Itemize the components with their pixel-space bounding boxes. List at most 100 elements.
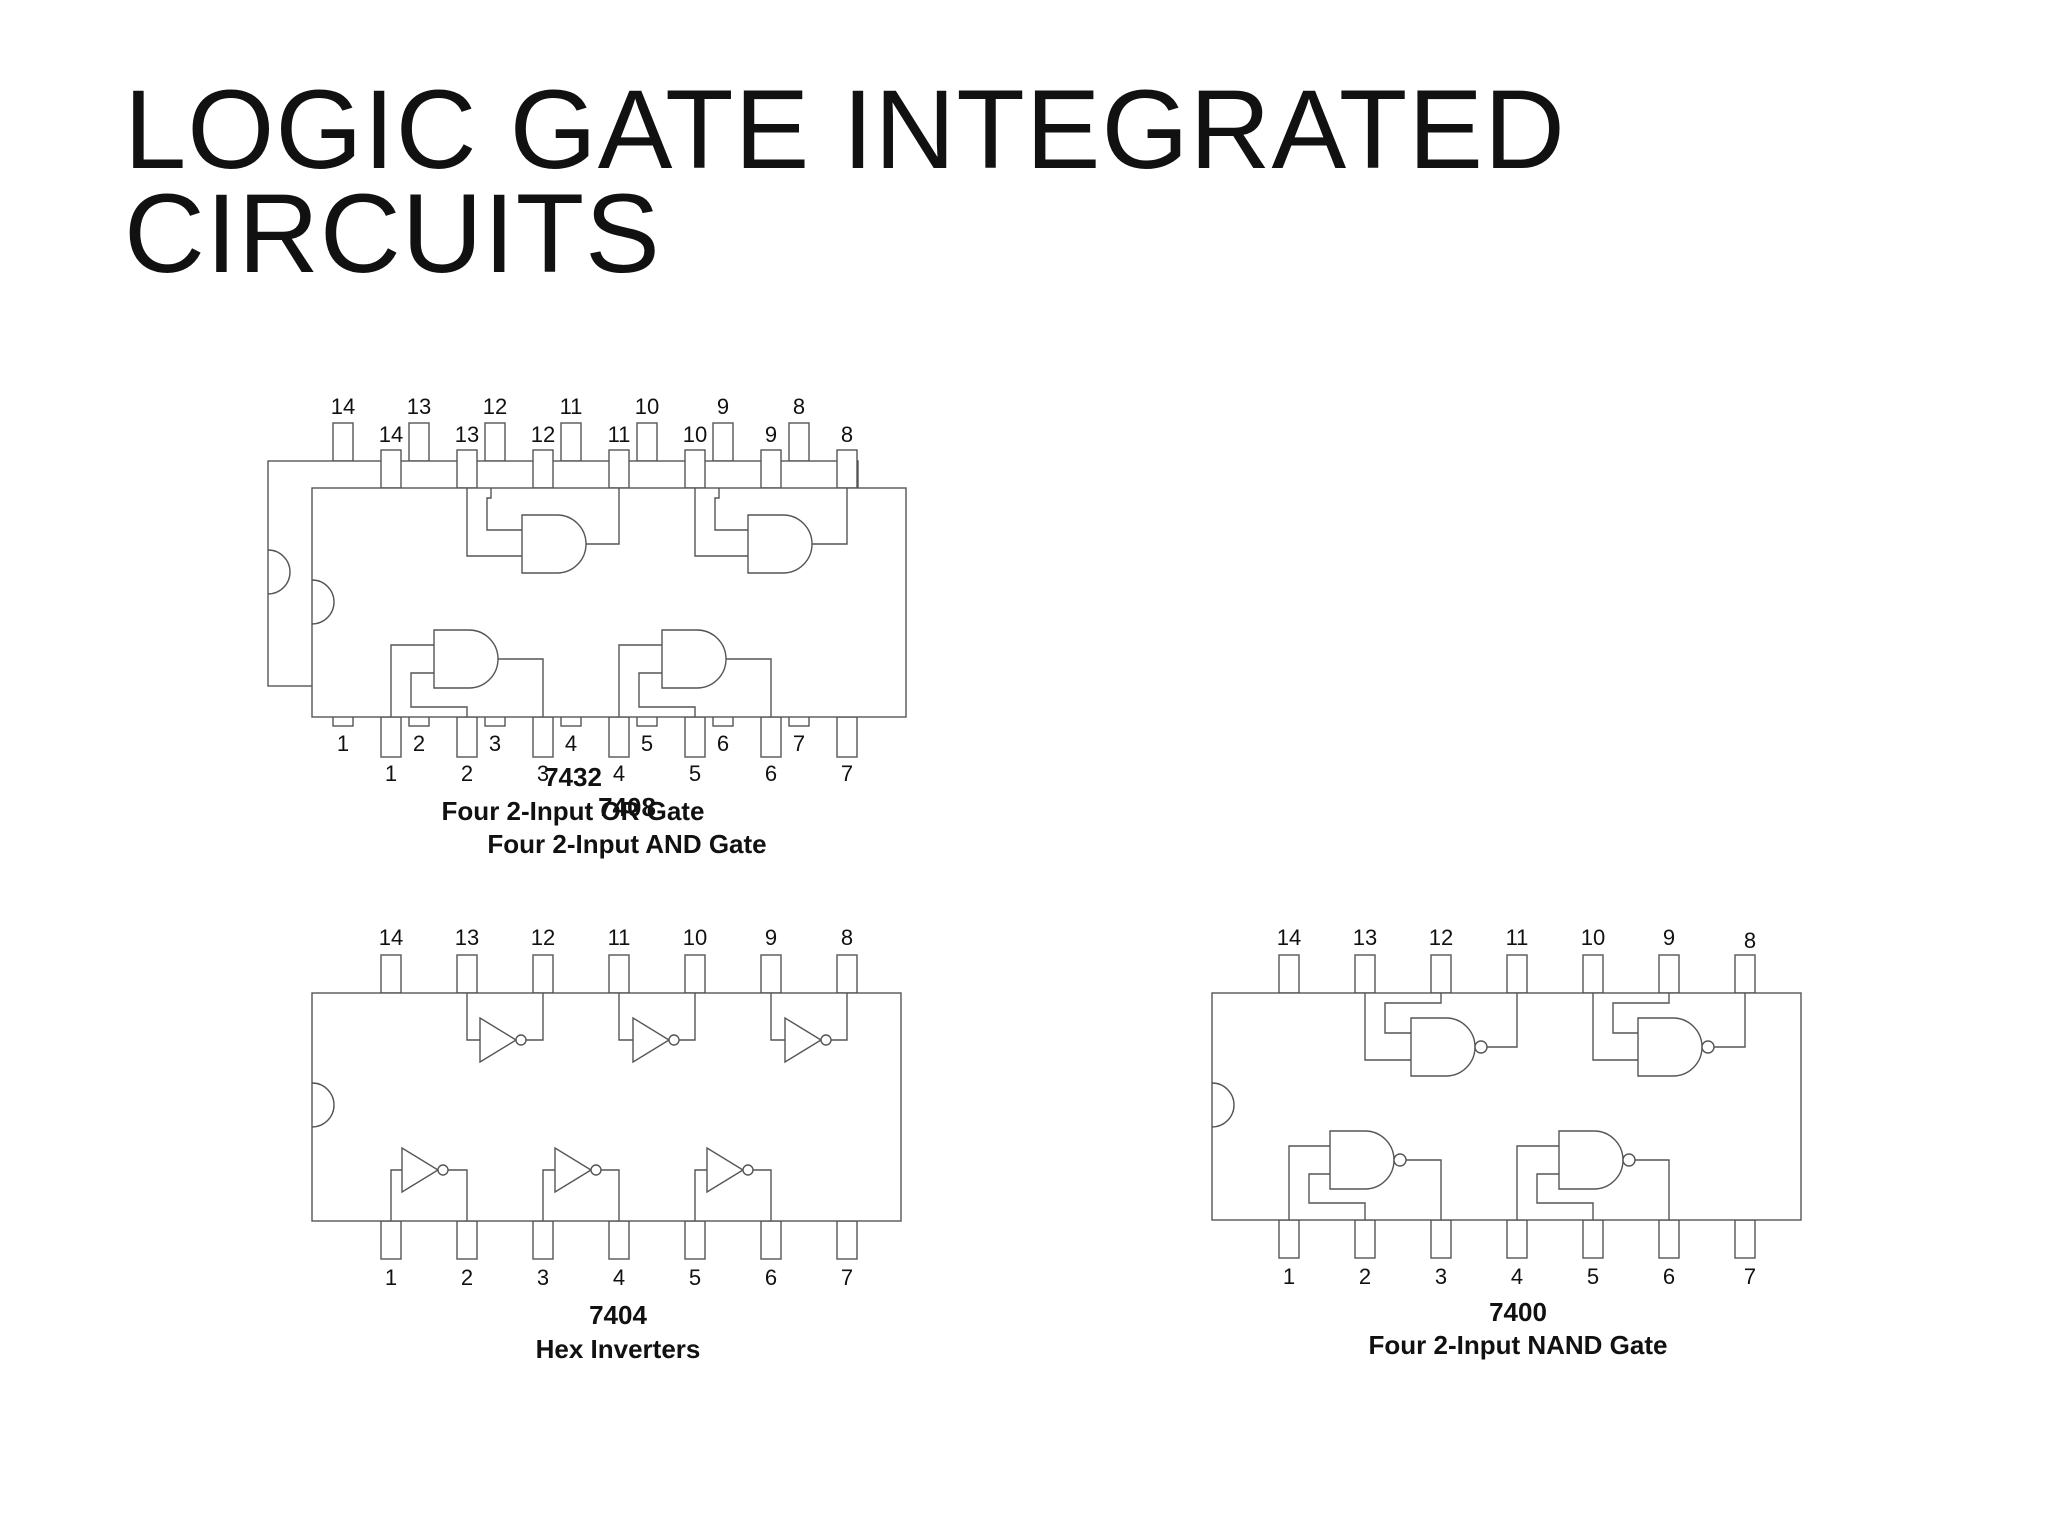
chip-7404-pin-7 xyxy=(836,1220,858,1260)
chip-7400-description: Four 2-Input NAND Gate xyxy=(1369,1330,1668,1360)
chip-7432-pin-label-8: 8 xyxy=(793,394,805,419)
chip-7400-pin-2 xyxy=(1354,1219,1376,1259)
chip-7404-notch xyxy=(311,1082,335,1128)
inverter-bubble xyxy=(590,1164,602,1176)
chip-7408-pin-14 xyxy=(380,449,402,489)
chip-7432-pin-label-1: 1 xyxy=(337,731,349,756)
gate-input-wire xyxy=(1288,1145,1330,1220)
gate-output-wire xyxy=(498,658,544,717)
gate-output-wire xyxy=(601,1169,620,1221)
title-line-1: LOGIC GATE INTEGRATED xyxy=(124,67,1566,192)
chip-7400-pin-3 xyxy=(1430,1219,1452,1259)
chip-7408-pin-label-5: 5 xyxy=(689,761,701,786)
chip-7400-pin-13 xyxy=(1354,954,1376,994)
chip-7408-pin-label-3: 3 xyxy=(537,761,549,786)
chip-7408-pin-label-14: 14 xyxy=(379,422,403,447)
title-line-2: CIRCUITS xyxy=(124,171,661,296)
chip-7404-pin-label-3: 3 xyxy=(537,1265,549,1290)
chip-7404-pin-label-11: 11 xyxy=(608,925,631,950)
chip-7400-pin-1 xyxy=(1278,1219,1300,1259)
chip-7408-pin-label-9: 9 xyxy=(765,422,777,447)
chip-7432-pin-label-14: 14 xyxy=(331,394,355,419)
chip-7400-pin-label-7: 7 xyxy=(1744,1264,1756,1289)
chip-7400-pin-label-3: 3 xyxy=(1435,1264,1447,1289)
chip-7432-pin-label-5: 5 xyxy=(641,731,653,756)
chip-7408-pins xyxy=(380,449,858,758)
inverter-bubble xyxy=(668,1034,680,1046)
chip-7404-pins xyxy=(380,954,858,1260)
gate-output-wire xyxy=(1487,993,1518,1048)
chip-7432-pin-labels: 14 13 12 11 10 9 8 1 2 3 4 5 6 7 xyxy=(331,394,805,756)
chip-7432-pin-label-9: 9 xyxy=(717,394,729,419)
chip-7432-pin-label-7: 7 xyxy=(793,731,805,756)
chip-7404-pin-label-6: 6 xyxy=(765,1265,777,1290)
chip-7404-inverter-3-4 xyxy=(542,1146,620,1221)
chip-7432-pin-label-13: 13 xyxy=(407,394,431,419)
chip-7432-pin-label-12: 12 xyxy=(483,394,507,419)
chip-7432-pin-9 xyxy=(712,422,734,462)
gate-input-wire xyxy=(466,993,480,1041)
gate-input-wire xyxy=(1612,993,1670,1034)
chip-7404-pin-labels: 14 13 12 11 10 9 8 1 2 3 4 5 6 7 xyxy=(379,925,853,1290)
chip-7408-pin-label-4: 4 xyxy=(613,761,625,786)
gate-output-wire xyxy=(1635,1159,1670,1220)
chip-7408-pin-4 xyxy=(608,716,630,758)
chip-7400-body xyxy=(1211,992,1802,1221)
gate-input-wire xyxy=(466,488,522,557)
chip-7408: 14 13 12 11 10 9 8 1 2 3 4 5 6 7 7408 Fo… xyxy=(311,422,907,859)
chip-7408-body xyxy=(311,487,907,718)
gate-output-wire xyxy=(679,993,696,1041)
chip-7408-pin-label-11: 11 xyxy=(608,422,631,447)
chip-7404: 14 13 12 11 10 9 8 1 2 3 4 5 6 7 7404 He… xyxy=(311,925,902,1364)
gate-input-wire xyxy=(390,644,434,717)
chip-7400-part-number: 7400 xyxy=(1489,1297,1547,1327)
chip-7408-notch xyxy=(311,579,335,625)
chip-7404-pin-label-1: 1 xyxy=(385,1265,397,1290)
gate-output-wire xyxy=(448,1169,468,1221)
gate-input-wire xyxy=(714,488,748,531)
chip-7408-pin-3 xyxy=(532,716,554,758)
chip-7408-pin-label-6: 6 xyxy=(765,761,777,786)
chip-7404-description: Hex Inverters xyxy=(536,1334,701,1364)
gate-output-wire xyxy=(831,993,848,1041)
chip-7404-inverter-11-10 xyxy=(618,993,696,1064)
chip-7404-pin-2 xyxy=(456,1220,478,1260)
chip-7432-pin-label-10: 10 xyxy=(635,394,659,419)
chip-7404-pin-3 xyxy=(532,1220,554,1260)
gate-input-wire xyxy=(618,993,633,1041)
chip-7400-pin-7 xyxy=(1734,1219,1756,1259)
chip-7408-pin-label-1: 1 xyxy=(385,761,397,786)
chip-7400-notch xyxy=(1211,1082,1235,1128)
gate-input-wire xyxy=(1536,1173,1594,1220)
chip-7400-pin-12 xyxy=(1430,954,1452,994)
chip-7408-pin-10 xyxy=(684,449,706,489)
chip-7404-pin-6 xyxy=(760,1220,782,1260)
chip-7400-pin-label-12: 12 xyxy=(1429,925,1453,950)
chip-7404-inverter-9-8 xyxy=(770,993,848,1064)
chip-7408-part-number: 7408 xyxy=(598,792,656,822)
chip-7432-pin-11 xyxy=(560,422,582,462)
chip-7408-pin-13 xyxy=(456,449,478,489)
chip-7432-pin-label-4: 4 xyxy=(565,731,577,756)
chip-7400-pin-label-10: 10 xyxy=(1581,925,1605,950)
chip-7408-pin-label-8: 8 xyxy=(841,422,853,447)
chip-7408-gate-top-left xyxy=(466,488,620,574)
chip-7400-pin-labels: 14 13 12 11 10 9 8 1 2 3 4 5 6 7 xyxy=(1277,925,1756,1289)
chip-7404-inverter-5-6 xyxy=(694,1146,772,1221)
chip-7404-pin-label-2: 2 xyxy=(461,1265,473,1290)
chip-7408-pin-8 xyxy=(836,449,858,489)
chip-7400: 14 13 12 11 10 9 8 1 2 3 4 5 6 7 7400 Fo… xyxy=(1211,925,1802,1360)
gate-output-wire xyxy=(726,658,772,717)
chip-7408-pin-label-2: 2 xyxy=(461,761,473,786)
chip-7408-pin-7 xyxy=(836,716,858,758)
chip-7400-pin-6 xyxy=(1658,1219,1680,1259)
gate-output-wire xyxy=(526,993,544,1041)
gate-input-wire xyxy=(1592,993,1638,1061)
gate-input-wire xyxy=(1516,1145,1559,1220)
chip-7400-gate-top-right xyxy=(1592,993,1746,1077)
inverter-bubble xyxy=(742,1164,754,1176)
chip-7432-pin-8 xyxy=(788,422,810,462)
nand-gate-symbol xyxy=(1329,1130,1395,1190)
chip-7408-pin-label-13: 13 xyxy=(455,422,479,447)
